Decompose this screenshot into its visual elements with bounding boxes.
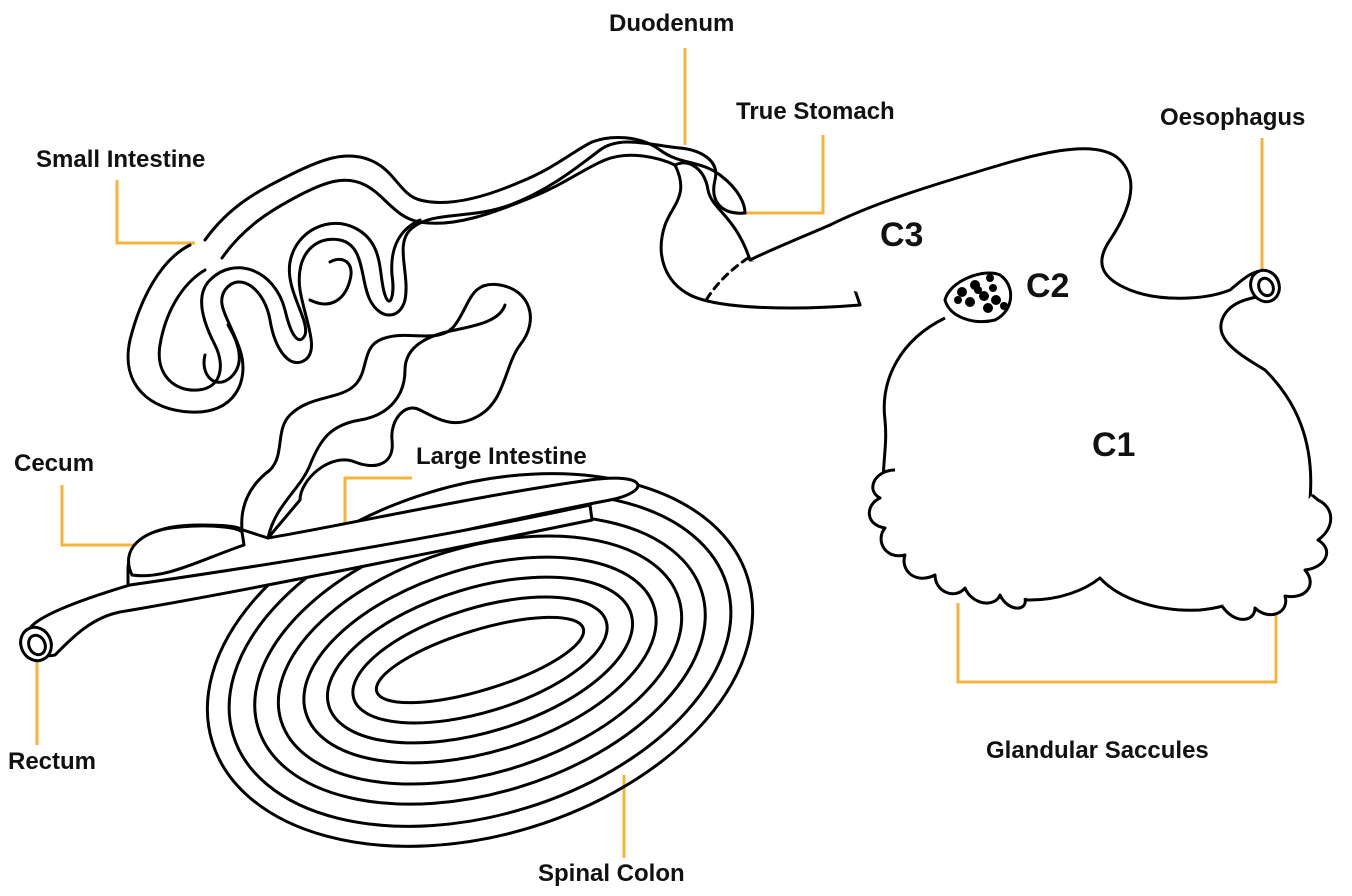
small-intestine-inner	[159, 220, 420, 390]
label-c3: C3	[880, 216, 923, 255]
label-spinal-colon: Spinal Colon	[538, 860, 685, 888]
label-large-intestine: Large Intestine	[416, 443, 587, 471]
oesophagus-opening-outer	[1246, 266, 1285, 307]
leader-true-stomach	[745, 135, 823, 213]
label-duodenum: Duodenum	[609, 10, 734, 38]
label-glandular-saccules: Glandular Saccules	[986, 737, 1209, 765]
leader-small-intestine	[117, 180, 195, 243]
spinal-colon-loop-8	[368, 600, 592, 721]
small-intestine-loop-b	[310, 259, 351, 304]
small-intestine-upper-inner	[222, 155, 675, 258]
label-true-stomach: True Stomach	[736, 98, 895, 126]
spinal-colon-loop-6	[308, 545, 652, 775]
small-intestine-upper	[205, 142, 592, 240]
label-small-intestine: Small Intestine	[36, 146, 205, 174]
label-rectum: Rectum	[8, 748, 96, 776]
duodenum-bend	[592, 137, 745, 213]
label-c2: C2	[1026, 267, 1069, 306]
spinal-colon-loop-7	[339, 572, 622, 749]
rumen-c1	[750, 149, 1311, 610]
label-oesophagus: Oesophagus	[1160, 104, 1305, 132]
leader-cecum	[62, 485, 140, 545]
label-c1: C1	[1092, 426, 1135, 465]
label-cecum: Cecum	[14, 450, 94, 478]
